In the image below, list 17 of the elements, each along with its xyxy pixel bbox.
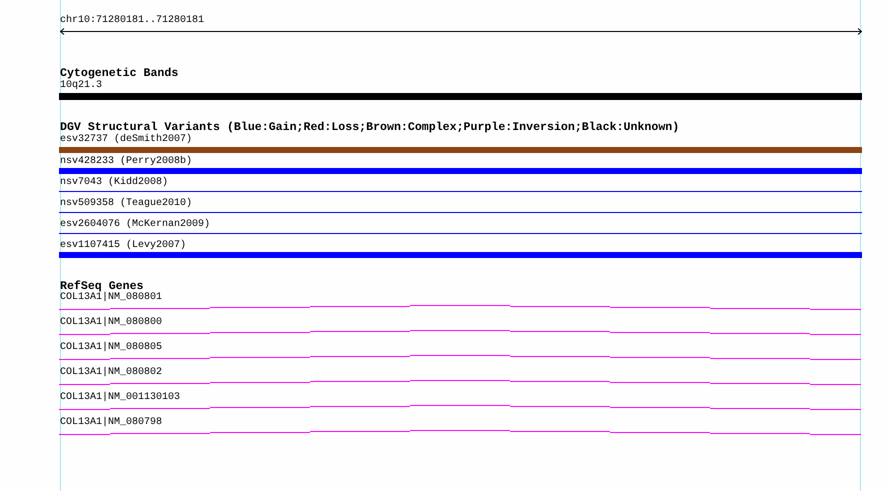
feature-label: esv2604076 (McKernan2009) xyxy=(60,219,210,231)
feature-label: COL13A1|NM_080801 xyxy=(60,292,162,304)
track-title: Cytogenetic Bands xyxy=(60,67,178,80)
feature-label: nsv509358 (Teague2010) xyxy=(60,198,192,210)
feature-label: COL13A1|NM_080800 xyxy=(60,317,162,329)
feature-label: COL13A1|NM_080805 xyxy=(60,342,162,354)
feature-label: COL13A1|NM_080802 xyxy=(60,367,162,379)
feature-label: esv32737 (deSmith2007) xyxy=(60,134,192,146)
track-title: DGV Structural Variants (Blue:Gain;Red:Loss;Brown:Complex;Purple:Inversion;Black:Unknown) xyxy=(60,121,680,134)
feature-label: nsv428233 (Perry2008b) xyxy=(60,156,192,168)
feature-label: 10q21.3 xyxy=(60,80,102,92)
feature-label: nsv7043 (Kidd2008) xyxy=(60,177,168,189)
feature-label: COL13A1|NM_001130103 xyxy=(60,392,180,404)
track-title: RefSeq Genes xyxy=(60,280,144,293)
feature-label: esv1107415 (Levy2007) xyxy=(60,240,186,252)
feature-label: COL13A1|NM_080798 xyxy=(60,417,162,429)
coordinate-label: chr10:71280181..71280181 xyxy=(60,15,204,27)
